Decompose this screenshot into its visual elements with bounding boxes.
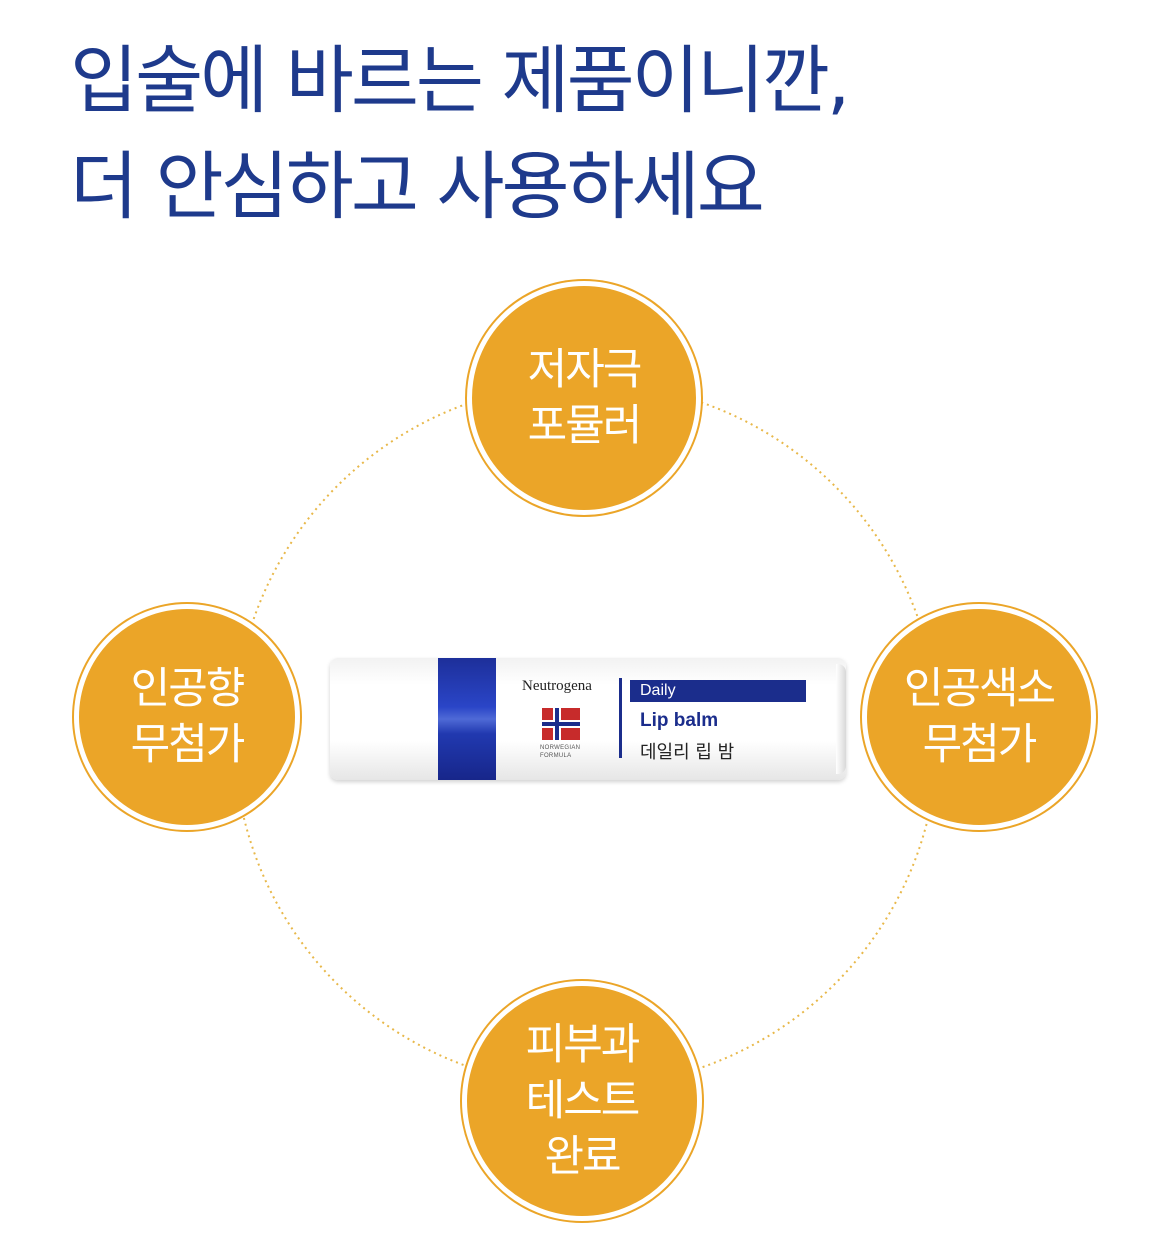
product-name-en: Lip balm: [640, 710, 719, 731]
badge-hypoallergenic-line-1: 저자극: [527, 345, 643, 395]
formula-label: NORWEGIAN FORMULA: [540, 744, 580, 760]
formula-line-2: FORMULA: [540, 753, 572, 759]
headline-line-2: 더 안심하고 사용하세요: [70, 144, 765, 230]
lip-balm-product: Neutrogena NORWEGIAN FORMULA Daily Lip b…: [330, 658, 846, 780]
badge-hypoallergenic: 저자극 포뮬러: [467, 281, 701, 515]
badge-no-artificial-color-line-2: 무첨가: [922, 720, 1038, 770]
label-divider: [619, 678, 622, 758]
badge-hypoallergenic-line-2: 포뮬러: [527, 401, 643, 451]
badge-dermatologist-tested-line-3: 완료: [544, 1132, 621, 1182]
norway-flag-icon: [542, 708, 580, 740]
badge-no-artificial-fragrance-line-1: 인공향: [130, 664, 246, 714]
brand-logo: Neutrogena: [522, 678, 592, 694]
badge-no-artificial-color-line-1: 인공색소: [903, 664, 1056, 714]
daily-label: Daily: [630, 680, 806, 702]
product-name-ko: 데일리 립 밤: [640, 742, 735, 763]
headline: 입술에 바르는 제품이니깐, 더 안심하고 사용하세요: [70, 28, 850, 240]
badge-dermatologist-tested-line-1: 피부과: [525, 1020, 641, 1070]
badge-no-artificial-fragrance-line-2: 무첨가: [130, 720, 246, 770]
badge-dermatologist-tested: 피부과 테스트 완료: [462, 981, 702, 1221]
badge-no-artificial-color: 인공색소 무첨가: [862, 604, 1096, 830]
headline-line-1: 입술에 바르는 제품이니깐,: [70, 38, 850, 124]
stick-tip: [836, 664, 846, 774]
badge-no-artificial-fragrance: 인공향 무첨가: [74, 604, 300, 830]
badge-dermatologist-tested-line-2: 테스트: [525, 1076, 641, 1126]
cap-band: [438, 658, 496, 780]
formula-line-1: NORWEGIAN: [540, 745, 581, 751]
